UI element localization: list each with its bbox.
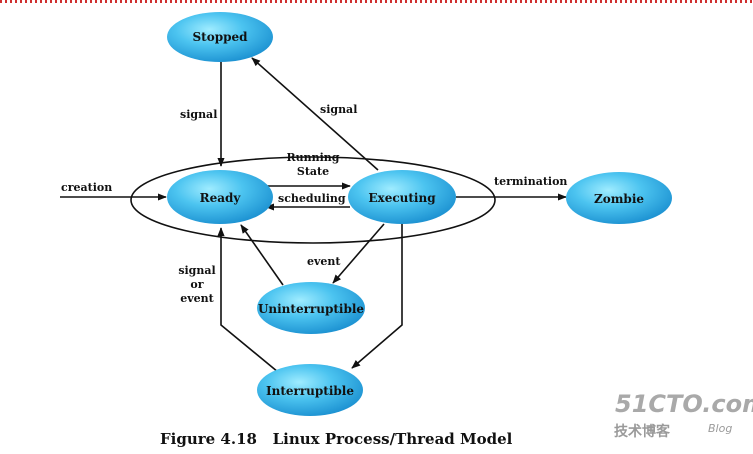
executing-to-uninterruptible-arrow (332, 223, 385, 284)
node-executing-label: Executing (368, 191, 436, 205)
edge-label-signal-executing-stopped: signal (320, 103, 357, 116)
watermark-subtitle: 技术博客 (614, 423, 671, 440)
node-uninterruptible: Uninterruptible (257, 282, 365, 334)
edge-label-signal-or-event-line2: or (190, 278, 203, 291)
uninterruptible-to-ready-arrow (240, 224, 284, 286)
edge-label-scheduling: scheduling (278, 192, 346, 205)
running-state-boundary (130, 156, 496, 244)
running-state-label-line1: Running (286, 151, 339, 164)
watermark-blog: Blog (708, 422, 732, 435)
executing-to-interruptible-arrow (351, 222, 403, 369)
node-interruptible: Interruptible (257, 364, 363, 416)
node-zombie-label: Zombie (594, 192, 644, 206)
edge-label-signal-stopped-ready: signal (180, 108, 217, 121)
node-uninterruptible-label: Uninterruptible (258, 302, 364, 316)
node-executing: Executing (348, 170, 456, 224)
edge-label-event: event (307, 255, 341, 268)
edge-label-creation: creation (61, 181, 112, 194)
node-zombie: Zombie (566, 172, 672, 224)
top-border (0, 0, 753, 3)
interruptible-to-ready-arrow (217, 227, 279, 373)
node-ready-label: Ready (200, 191, 242, 205)
edge-label-signal-or-event-line3: event (180, 292, 214, 305)
node-interruptible-label: Interruptible (266, 384, 354, 398)
node-stopped: Stopped (167, 12, 273, 62)
edge-label-termination: termination (494, 175, 567, 188)
running-state-label-line2: State (297, 165, 329, 178)
node-stopped-label: Stopped (192, 30, 248, 44)
executing-to-stopped-arrow (251, 57, 379, 171)
node-ready: Ready (167, 170, 273, 224)
watermark-logo: 51CTO.com (615, 390, 753, 418)
figure-caption: Figure 4.18 Linux Process/Thread Model (160, 430, 513, 448)
edge-label-signal-or-event-line1: signal (178, 264, 215, 277)
